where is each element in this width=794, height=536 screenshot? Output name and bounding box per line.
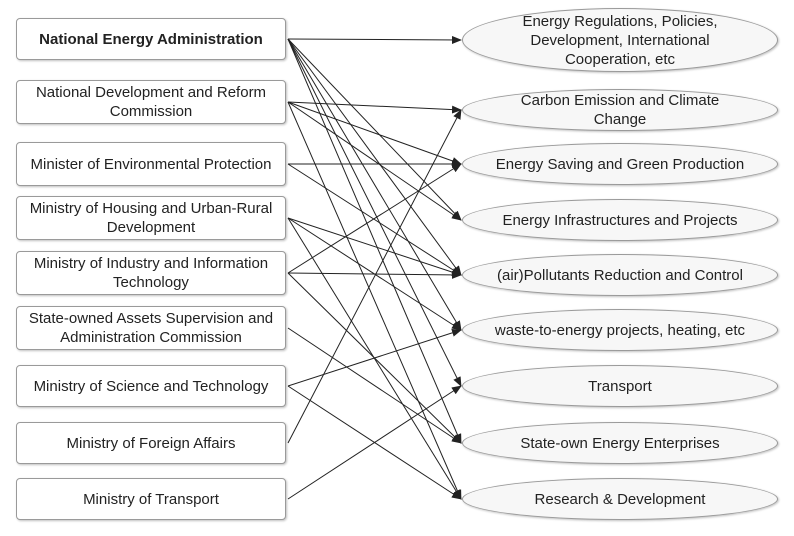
edge-nea-to-infra bbox=[287, 38, 462, 221]
target-node-transport: Transport bbox=[462, 365, 778, 407]
target-node-soe: State-own Energy Enterprises bbox=[462, 422, 778, 464]
edge-nea-to-transport bbox=[287, 38, 462, 387]
edge-most-to-waste bbox=[287, 328, 462, 387]
target-node-carbon: Carbon Emission and Climate Change bbox=[462, 89, 778, 131]
target-node-waste: waste-to-energy projects, heating, etc bbox=[462, 309, 778, 351]
edge-ndrc-to-rnd bbox=[287, 101, 462, 500]
edge-nea-to-pollut bbox=[287, 38, 462, 276]
source-node-mot: Ministry of Transport bbox=[16, 478, 286, 520]
edge-nea-to-soe bbox=[287, 38, 462, 444]
edge-nea-to-waste bbox=[287, 38, 462, 331]
edge-miit-to-saving bbox=[287, 163, 462, 274]
edge-mot-to-transport bbox=[287, 385, 462, 500]
source-node-most: Ministry of Science and Technology bbox=[16, 365, 286, 407]
edge-mfa-to-carbon bbox=[287, 109, 462, 444]
target-node-infra: Energy Infrastructures and Projects bbox=[462, 199, 778, 241]
source-node-mfa: Ministry of Foreign Affairs bbox=[16, 422, 286, 464]
source-node-sasac: State-owned Assets Supervision and Admin… bbox=[16, 306, 286, 350]
target-node-saving: Energy Saving and Green Production bbox=[462, 143, 778, 185]
source-node-miit: Ministry of Industry and Information Tec… bbox=[16, 251, 286, 295]
edge-ndrc-to-infra bbox=[287, 101, 462, 221]
source-node-ndrc: National Development and Reform Commissi… bbox=[16, 80, 286, 124]
edge-nea-to-policy bbox=[287, 35, 462, 44]
source-node-nea: National Energy Administration bbox=[16, 18, 286, 60]
edge-ndrc-to-carbon bbox=[287, 101, 462, 114]
target-node-pollut: (air)Pollutants Reduction and Control bbox=[462, 254, 778, 296]
edge-mep-to-pollut bbox=[287, 163, 462, 276]
target-node-policy: Energy Regulations, Policies, Developmen… bbox=[462, 8, 778, 72]
target-node-rnd: Research & Development bbox=[462, 478, 778, 520]
source-node-mohurd: Ministry of Housing and Urban-Rural Deve… bbox=[16, 196, 286, 240]
edge-miit-to-pollut bbox=[287, 270, 462, 279]
edge-mohurd-to-pollut bbox=[287, 217, 462, 276]
edge-sasac-to-soe bbox=[287, 327, 462, 444]
source-node-mep: Minister of Environmental Protection bbox=[16, 142, 286, 186]
edge-ndrc-to-saving bbox=[287, 101, 462, 165]
